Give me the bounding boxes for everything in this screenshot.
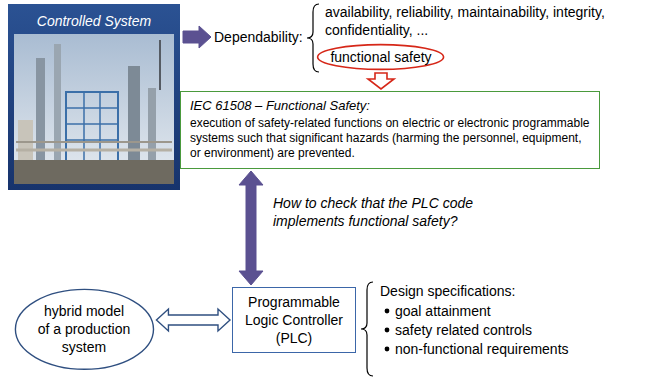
- box-heading: IEC 61508 – Functional Safety:: [190, 97, 370, 114]
- refinery-photo: [14, 34, 174, 184]
- edge-label: How to check that the PLC code implement…: [273, 194, 498, 230]
- tank: [18, 120, 33, 160]
- bullet: [385, 309, 390, 314]
- column: [148, 88, 156, 164]
- spec-item: goal attainment: [395, 302, 491, 320]
- column: [36, 58, 45, 164]
- node-text: functional safety: [330, 48, 431, 66]
- pipe: [16, 149, 172, 152]
- model-arrow: [156, 309, 230, 331]
- column: [54, 44, 61, 164]
- plc-box: Programmable Logic Controller (PLC): [232, 287, 356, 353]
- pipe: [16, 141, 172, 143]
- spec-item: non-functional requirements: [395, 340, 569, 358]
- flare-stack: [159, 40, 161, 90]
- node-text: hybrid model of a production system: [36, 302, 131, 356]
- highlight-ellipse: functional safety: [316, 43, 445, 71]
- ellipse-shape: [318, 45, 444, 70]
- steel-beam: [66, 139, 118, 141]
- system-box: Controlled System: [8, 4, 180, 190]
- definition-box: IEC 61508 – Functional Safety: execution …: [180, 91, 600, 169]
- node-text: Controlled System: [37, 12, 151, 30]
- node-text: Programmable Logic Controller (PLC): [239, 293, 349, 347]
- photo-sky: [14, 34, 174, 184]
- ellipse-text: functional safety: [330, 48, 431, 66]
- node-text: execution of safety-related functions on…: [190, 116, 590, 161]
- spec-item: safety related controls: [395, 321, 532, 339]
- steel-beam: [66, 107, 118, 109]
- steel-beam: [66, 123, 118, 125]
- curly-brace: [307, 4, 319, 72]
- ellipse-text: hybrid model of a production system: [36, 302, 131, 356]
- dependability-term: Dependability:: [214, 28, 303, 46]
- derive-arrow: [368, 73, 394, 89]
- dependability-list: availability, reliability, maintainabili…: [325, 3, 625, 39]
- model-ellipse: hybrid model of a production system: [14, 288, 155, 371]
- bullet: [385, 347, 390, 352]
- system-panel: [8, 4, 180, 190]
- verify-arrow: [239, 171, 263, 285]
- ground: [14, 160, 174, 184]
- curly-brace: [361, 282, 373, 376]
- node-text: Dependability:: [214, 28, 303, 46]
- bullet: [385, 328, 390, 333]
- spec-heading: Design specifications:: [380, 282, 515, 300]
- flow-arrow: [183, 26, 211, 48]
- ellipse-shape: [15, 289, 153, 369]
